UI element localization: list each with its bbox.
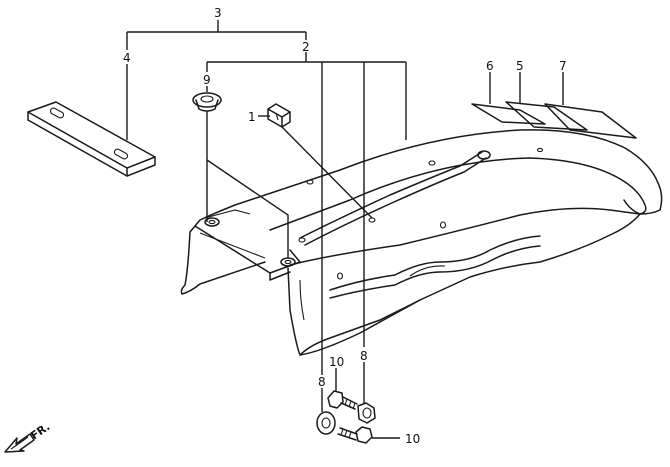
- callout-8-left: 8: [318, 375, 326, 389]
- front-arrow-icon: [4, 433, 35, 453]
- callout-3: 3: [214, 6, 222, 20]
- callout-1: 1: [248, 110, 256, 124]
- callout-7: 7: [559, 59, 567, 73]
- wire-clip: [267, 103, 291, 128]
- nut: [357, 402, 376, 424]
- callout-4: 4: [123, 51, 131, 65]
- grommet: [192, 92, 222, 112]
- rear-fender: [180, 129, 663, 356]
- callout-8-right: 8: [360, 349, 368, 363]
- callout-10-upper: 10: [329, 355, 344, 369]
- front-direction-indicator: FR.: [4, 420, 52, 453]
- washer: [316, 411, 336, 435]
- callout-5: 5: [516, 59, 524, 73]
- bracket-plate: [27, 101, 156, 177]
- leader-lines: [126, 20, 564, 439]
- callout-9: 9: [203, 73, 211, 87]
- callout-10-lower: 10: [405, 432, 420, 446]
- callout-2: 2: [302, 40, 310, 54]
- bolt-upper: [327, 390, 358, 410]
- emblem-strips: [471, 101, 637, 139]
- bolt-lower: [337, 426, 373, 444]
- front-direction-label: FR.: [28, 420, 52, 442]
- callout-6: 6: [486, 59, 494, 73]
